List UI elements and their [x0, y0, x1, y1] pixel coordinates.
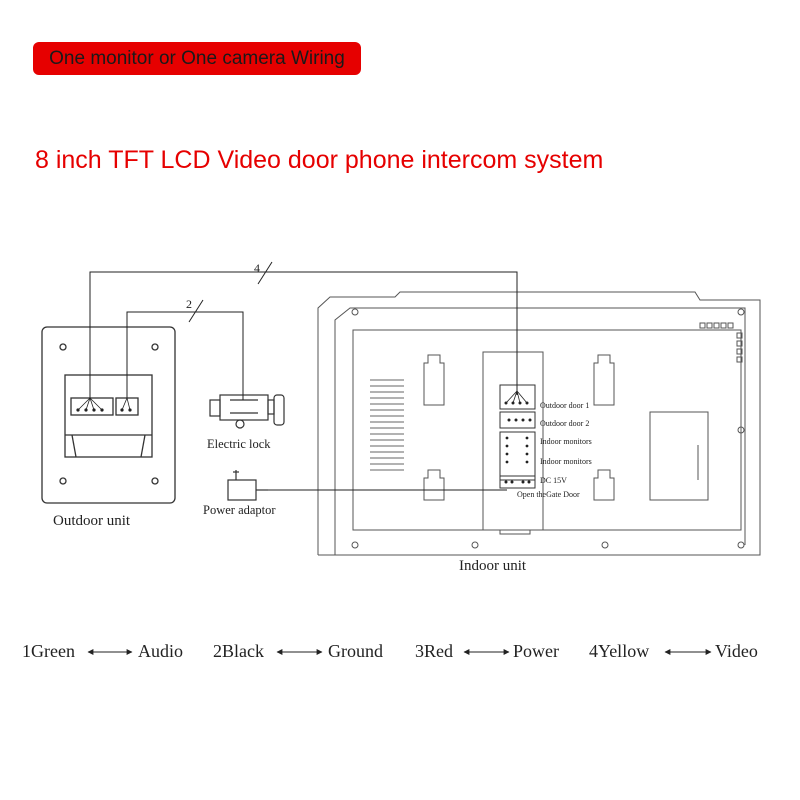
indoor-terminal-dots [504, 401, 532, 484]
indoor-terminal-blocks [499, 384, 536, 489]
port-label-outdoor-door-2: Outdoor door 2 [540, 419, 589, 428]
port-label-indoor-monitors-1: Indoor monitors [540, 437, 592, 446]
two-wire-mark: 2 [186, 297, 192, 311]
electric-lock-label: Electric lock [207, 437, 271, 451]
indoor-speaker-grille [370, 379, 404, 471]
outdoor-unit [41, 326, 176, 504]
four-wire-mark: 4 [254, 261, 260, 275]
legend-meaning-power: Power [513, 641, 559, 661]
wire-count-ticks [188, 261, 273, 323]
legend-wire-black: 2Black [213, 641, 264, 661]
page-title: 8 inch TFT LCD Video door phone intercom… [35, 146, 604, 174]
electric-lock [209, 394, 285, 429]
indoor-unit [317, 291, 761, 556]
legend-meaning-video: Video [715, 641, 758, 661]
port-label-outdoor-door-1: Outdoor door 1 [540, 401, 589, 410]
indoor-unit-label: Indoor unit [459, 558, 527, 574]
legend-wire-yellow: 4Yellow [589, 641, 649, 661]
outdoor-unit-label: Outdoor unit [53, 513, 131, 529]
port-label-indoor-monitors-2: Indoor monitors [540, 457, 592, 466]
wire-legend: 1Green Audio 2Black Ground 3Red Power 4Y… [22, 641, 758, 661]
power-adaptor [227, 470, 268, 501]
legend-wire-red: 3Red [415, 641, 453, 661]
wire-fan-indoor [505, 390, 528, 404]
indoor-side-buttons [699, 322, 743, 363]
legend-meaning-ground: Ground [328, 641, 383, 661]
port-label-dc-15v: DC 15V [540, 476, 567, 485]
power-adaptor-label: Power adaptor [203, 503, 276, 517]
wire-fan-outdoor [77, 397, 131, 411]
legend-meaning-audio: Audio [138, 641, 183, 661]
port-label-gate-door: Open theGate Door [517, 490, 580, 499]
legend-wire-green: 1Green [22, 641, 75, 661]
wiring-mode-badge: One monitor or One camera Wiring [33, 42, 361, 75]
wiring-lines [89, 271, 518, 491]
